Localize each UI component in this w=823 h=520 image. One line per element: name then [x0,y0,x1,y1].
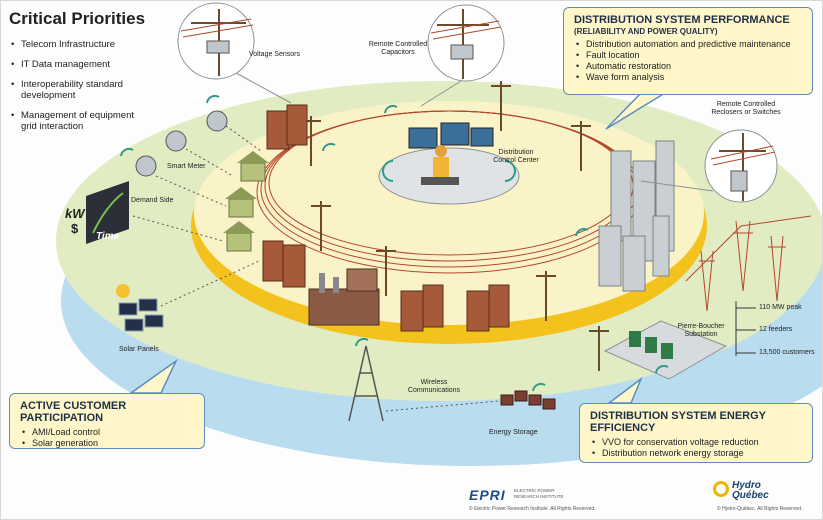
dollar-label: $ [71,221,79,236]
apartment-buildings [262,104,510,332]
hq-copyright: © Hydro-Québec. All Rights Reserved. [717,506,803,512]
factory [308,268,380,326]
time-label: Time [96,231,120,242]
inner-disc [194,101,704,325]
efficiency-item: VVO for conservation voltage reduction [592,437,802,448]
customers-label: 13,500 customers [759,349,815,356]
epri-name-line2: RESEARCH INSTITUTE [514,494,564,499]
mw-peak-label: 110 MW peak [759,304,802,311]
performance-subtitle: (RELIABILITY AND POWER QUALITY) [574,27,718,36]
efficiency-callout: DISTRIBUTION SYSTEM ENERGY EFFICIENCY VV… [579,403,813,463]
substation [603,320,728,380]
participation-callout: ACTIVE CUSTOMER PARTICIPATION AMI/Load c… [9,393,205,449]
participation-title: ACTIVE CUSTOMER PARTICIPATION [20,400,127,424]
epri-name-line1: ELECTRIC POWER [514,488,555,493]
smart-meter-label: Smart Meter [167,163,206,170]
critical-item: Telecom Infrastructure [11,39,209,50]
critical-item: Interoperability standard development [11,79,141,101]
magnified-wires [180,18,776,166]
performance-item: Distribution automation and predictive m… [576,39,802,50]
solar-panels-label: Solar Panels [119,346,159,353]
critical-priorities-list: Telecom Infrastructure IT Data managemen… [9,39,209,132]
transmission-towers [685,215,812,312]
performance-callout: DISTRIBUTION SYSTEM PERFORMANCE (RELIABI… [563,7,813,95]
substation-label-line1: Pierre-Boucher [677,323,725,330]
energy-storage [500,390,556,410]
voltage-sensors-label: Voltage Sensors [249,51,300,58]
wireless-signal-icons [120,94,669,392]
city-towers [598,140,675,292]
critical-item: Management of equipment grid interaction [11,110,151,132]
wireless-tower [348,345,384,422]
control-center [378,122,520,205]
magnified-devices [206,40,748,192]
communication-links [132,125,500,412]
wireless-label: Wireless Communications [399,379,469,395]
demand-chart-icon [86,181,129,244]
energy-storage-label: Energy Storage [489,429,538,436]
performance-item: Fault location [576,50,802,61]
efficiency-list: VVO for conservation voltage reduction D… [590,437,802,459]
control-center-label-line2: Control Center [493,157,539,164]
control-center-label: Distribution Control Center [481,149,551,165]
substation-label: Pierre-Boucher Substation [669,323,733,339]
reclosers-label-line1: Remote Controlled [716,101,776,108]
capacitors-label-line1: Remote Controlled [368,41,428,48]
houses [223,151,269,252]
critical-item: IT Data management [11,59,209,70]
hq-logo: Hydro Québec [732,481,769,501]
reclosers-label-line2: Reclosers or Switches [711,109,781,116]
hq-logo-mark [713,481,729,497]
reclosers-label: Remote Controlled Reclosers or Switches [691,101,801,117]
performance-title: DISTRIBUTION SYSTEM PERFORMANCE [574,14,790,26]
capacitors-label-line2: Capacitors [381,49,415,56]
substation-label-line2: Substation [684,331,718,338]
capacitors-label: Remote Controlled Capacitors [353,41,443,57]
critical-priorities-title: Critical Priorities [9,9,146,28]
performance-item: Wave form analysis [576,72,802,83]
utility-poles [301,81,609,371]
substation-stat-lines [735,301,756,356]
solar-panels [116,284,164,332]
hq-logo-line2: Québec [732,490,769,501]
participation-item: AMI/Load control [22,427,194,438]
smart-meters [135,110,228,177]
kw-label: kW [65,206,85,221]
critical-priorities: Critical Priorities Telecom Infrastructu… [9,9,209,141]
efficiency-title: DISTRIBUTION SYSTEM ENERGY EFFICIENCY [590,410,766,434]
epri-copyright: © Electric Power Research Institute. All… [469,506,596,512]
participation-item: Solar generation [22,438,194,449]
feeders-label: 12 feeders [759,326,793,333]
epri-logo: EPRI [469,487,506,503]
efficiency-item: Distribution network energy storage [592,448,802,459]
performance-item: Automatic restoration [576,61,802,72]
performance-list: Distribution automation and predictive m… [574,39,802,83]
demand-side-label: Demand Side [131,197,174,204]
hq-logo-line1: Hydro [732,480,761,491]
wireless-label-line1: Wireless [420,379,448,386]
control-center-label-line1: Distribution [498,149,534,156]
participation-list: AMI/Load control Solar generation [20,427,194,449]
wireless-label-line2: Communications [407,387,461,394]
epri-name: ELECTRIC POWER RESEARCH INSTITUTE [514,488,564,500]
